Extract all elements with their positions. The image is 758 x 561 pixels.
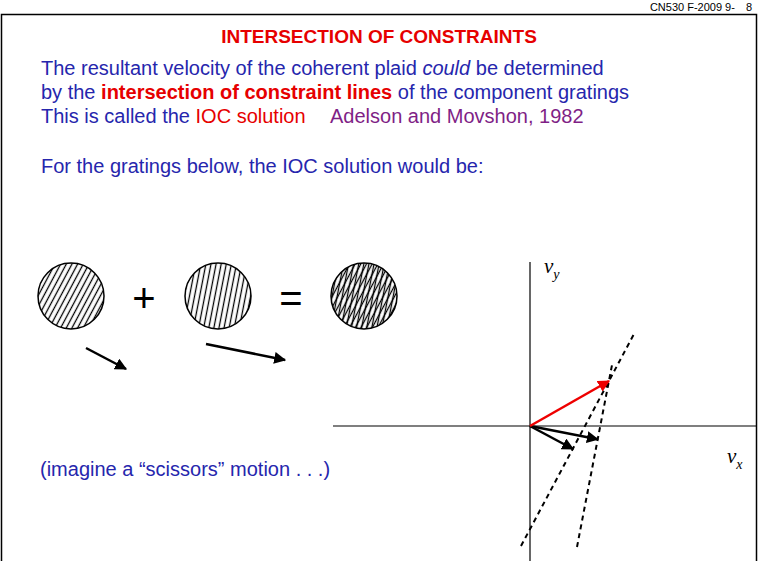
- slide-id: CN530 F-2009 9-: [650, 1, 735, 14]
- axis-subscript: x: [736, 453, 742, 477]
- slide-number: CN530 F-2009 9- 8: [650, 1, 752, 14]
- vx-axis: [333, 425, 756, 426]
- ioc-velocity: [530, 381, 609, 426]
- vy-axis: [529, 262, 530, 561]
- body-text: of the component gratings: [398, 80, 629, 104]
- citation: Adelson and Movshon, 1982: [330, 104, 584, 128]
- velocity-space: [333, 262, 756, 561]
- grating-2: [185, 263, 285, 360]
- body-line: This is called theIOC solution: [41, 104, 306, 128]
- body-text: This is called the: [41, 104, 190, 128]
- axis-label: vx: [727, 444, 743, 471]
- body-text: For the gratings below, the IOC solution…: [41, 154, 483, 178]
- body-text: be determined: [476, 56, 604, 80]
- component-velocity: [530, 426, 598, 439]
- axis-symbol: v: [544, 254, 553, 278]
- plaid: [331, 263, 397, 329]
- operator: =: [279, 276, 302, 320]
- emphasis: could: [422, 56, 470, 80]
- note: (imagine a “scissors” motion . . .): [40, 457, 330, 481]
- body-text: by the: [41, 80, 95, 104]
- body-line: The resultant velocity of the coherent p…: [41, 56, 604, 80]
- axis-subscript: y: [553, 263, 559, 287]
- note: (imagine a “scissors” motion . . .): [40, 457, 330, 481]
- axis-symbol: v: [727, 444, 736, 468]
- body-line: by theintersection of constraint linesof…: [41, 80, 629, 104]
- constraint-line: [521, 334, 634, 546]
- constraint-line: [577, 365, 612, 547]
- key-term: intersection of constraint lines: [101, 80, 392, 104]
- equals-sign: =: [279, 276, 302, 320]
- grating-1: [38, 263, 126, 369]
- operator: +: [132, 276, 155, 320]
- slide-title: INTERSECTION OF CONSTRAINTS: [221, 26, 537, 47]
- plus-sign: +: [132, 276, 155, 320]
- page-number: 8: [746, 1, 752, 14]
- axis-label: vy: [544, 254, 560, 281]
- citation: Adelson and Movshon, 1982: [330, 104, 584, 128]
- body-text: The resultant velocity of the coherent p…: [41, 56, 417, 80]
- key-term: IOC solution: [196, 104, 306, 128]
- slide-frame: [2, 15, 757, 561]
- body-line: For the gratings below, the IOC solution…: [41, 154, 483, 178]
- slide-title-row: INTERSECTION OF CONSTRAINTS: [0, 26, 758, 48]
